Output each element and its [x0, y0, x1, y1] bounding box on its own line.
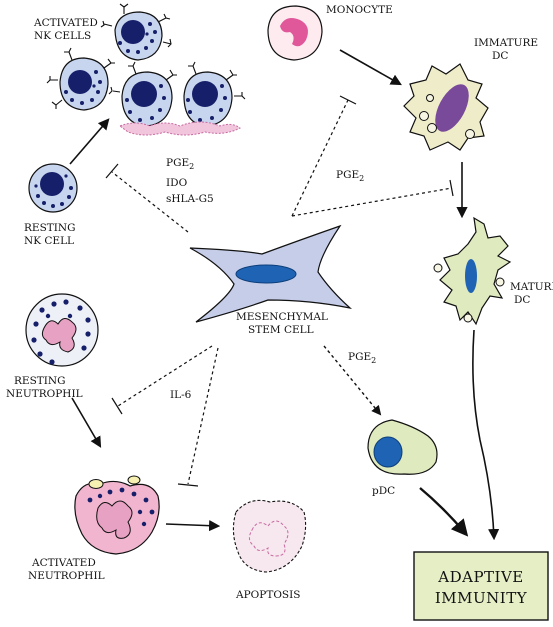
arrow-nk-activation	[69, 118, 110, 165]
mediator-shla-g5: sHLA-G5	[166, 193, 214, 205]
mesenchymal-stem-cell	[189, 224, 353, 323]
arrow-mature-dc-to-adaptive	[472, 329, 500, 541]
label-resting-neutrophil-line1: RESTING	[14, 375, 66, 387]
activated-nk-cell-left	[46, 47, 115, 111]
mediator-il6: IL-6	[170, 389, 192, 401]
immature-dc-cell	[403, 63, 489, 151]
label-activated-neutrophil-line1: ACTIVATED	[31, 557, 96, 569]
inhibit-dc-maturation	[291, 187, 453, 217]
resting-neutrophil-cell	[25, 293, 99, 367]
label-mature-dc-line2: DC	[514, 294, 530, 306]
activated-nk-cell-top	[100, 3, 172, 61]
label-immature-dc-line1: IMMATURE	[474, 37, 538, 49]
arrow-pdc-to-adaptive	[419, 487, 469, 537]
target-cell-fragments	[118, 121, 241, 136]
label-mature-dc-line1: MATURE	[510, 281, 553, 293]
label-resting-neutrophil-line2: NEUTROPHIL	[6, 388, 83, 400]
pdc-cell	[367, 419, 438, 475]
inhibition-lines	[105, 95, 454, 487]
arrow-neutrophil-activation	[71, 397, 102, 448]
mediator-pge2-dc: PGE2	[336, 169, 364, 183]
inhibit-nk	[111, 171, 189, 233]
label-immature-dc-line2: DC	[492, 50, 508, 62]
apoptotic-cell	[232, 499, 307, 573]
label-resting-nk-line2: NK CELL	[24, 235, 74, 247]
arrow-monocyte-to-dc	[339, 49, 402, 86]
inhibit-apoptosis	[187, 347, 219, 485]
label-activated-nk-line1: ACTIVATED	[33, 17, 98, 29]
label-adaptive-line2: IMMUNITY	[435, 589, 528, 607]
label-activated-nk-line2: NK CELLS	[34, 30, 91, 42]
activated-nk-cell-right	[183, 61, 246, 127]
label-pdc: pDC	[372, 485, 395, 497]
inhibit-dc-differentiation	[291, 99, 349, 217]
resting-nk-cell	[28, 163, 78, 213]
label-adaptive-line1: ADAPTIVE	[437, 568, 524, 586]
mediator-pge2-nk: PGE2	[166, 157, 194, 171]
label-apoptosis: APOPTOSIS	[235, 589, 300, 601]
activated-neutrophil-cell	[74, 475, 160, 555]
monocyte-cell	[267, 5, 323, 61]
arrow-to-apoptosis	[165, 520, 221, 532]
label-monocyte: MONOCYTE	[326, 4, 393, 16]
label-msc-line2: STEM CELL	[248, 324, 314, 336]
label-msc-line1: MESENCHYMAL	[236, 311, 328, 323]
activated-nk-cell-middle	[108, 61, 177, 127]
adaptive-immunity-box	[413, 551, 549, 621]
label-resting-nk-line1: RESTING	[24, 222, 76, 234]
inhibit-neutrophil-activation	[117, 345, 213, 407]
arrow-msc-to-pdc	[323, 345, 382, 416]
label-activated-neutrophil-line2: NEUTROPHIL	[28, 570, 105, 582]
mature-dc-cell	[433, 216, 512, 326]
mediator-ido: IDO	[166, 177, 188, 189]
mediator-pge2-pdc: PGE2	[348, 351, 376, 365]
